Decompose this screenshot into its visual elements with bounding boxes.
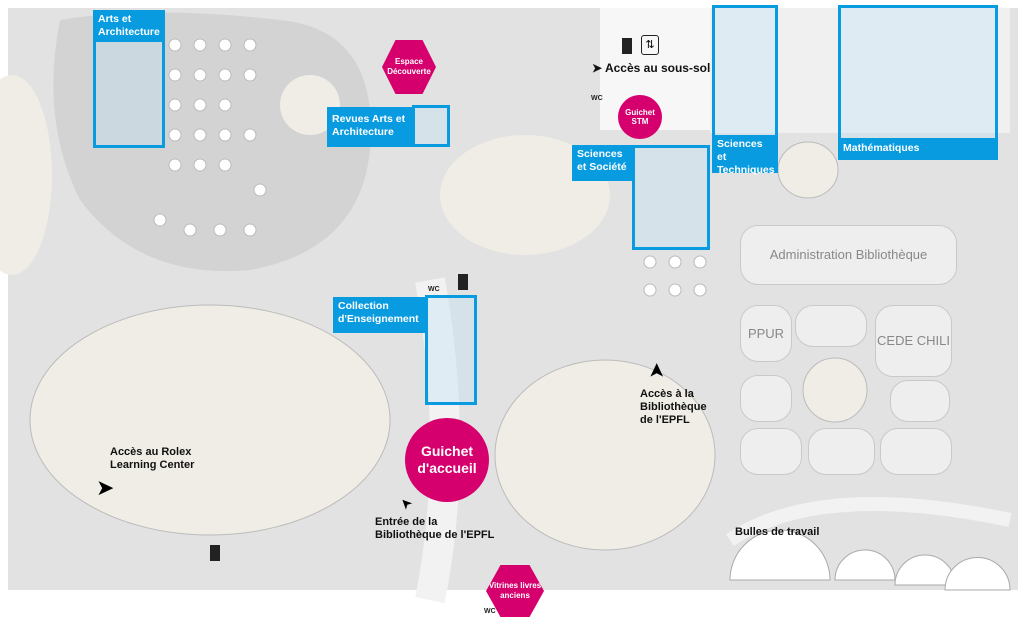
- section-revues[interactable]: [412, 105, 450, 147]
- atrium: [29, 304, 391, 536]
- patio: [280, 75, 340, 135]
- room[interactable]: [740, 375, 792, 422]
- room[interactable]: [808, 428, 875, 475]
- section-label: Sciences et Techniques: [712, 135, 778, 176]
- wc-label: WC: [484, 608, 496, 615]
- vitrines-livres-anciens[interactable]: Vitrines livres anciens: [486, 565, 544, 617]
- guichet-accueil[interactable]: Guichet d'accueil: [405, 418, 489, 502]
- room-ppur[interactable]: PPUR: [740, 305, 792, 362]
- arts-zone: [53, 12, 371, 272]
- acces-rolex-label: Accès au Rolex Learning Center: [110, 446, 195, 471]
- wc-label: WC: [428, 286, 440, 293]
- acces-bibliotheque-label: Accès à la Bibliothèque de l'EPFL: [640, 388, 707, 426]
- tables: [153, 38, 707, 297]
- section-sciences-societe[interactable]: [632, 145, 710, 250]
- section-label: Mathématiques: [838, 138, 998, 160]
- stacks-zone: [710, 8, 1010, 133]
- guichet-stm[interactable]: Guichet STM: [618, 95, 662, 139]
- room[interactable]: [740, 428, 802, 475]
- section-label: Sciences et Société: [572, 145, 634, 181]
- printer-icon: [622, 38, 632, 54]
- atrium: [0, 75, 52, 275]
- room-cede[interactable]: CEDE CHILI: [875, 305, 952, 377]
- bulles-travail-label: Bulles de travail: [735, 526, 820, 538]
- espace-decouverte[interactable]: Espace Découverte: [382, 40, 436, 94]
- patio: [802, 357, 868, 423]
- section-label: Revues Arts et Architecture: [327, 107, 415, 147]
- walkway: [726, 497, 1012, 546]
- section-label: Arts et Architecture: [93, 10, 165, 42]
- room-administration[interactable]: Administration Bibliothèque: [740, 225, 957, 285]
- wc-label: WC: [591, 95, 603, 102]
- atrium: [494, 359, 716, 551]
- printer-icon: [458, 274, 468, 290]
- room[interactable]: [880, 428, 952, 475]
- room[interactable]: [795, 305, 867, 347]
- arrow-icon: ➤: [645, 362, 668, 379]
- section-collection-enseignement[interactable]: [425, 295, 477, 405]
- printer-icon: [210, 545, 220, 561]
- acces-sous-sol-label: ➤ Accès au sous-sol: [592, 61, 711, 75]
- section-mathematiques[interactable]: [838, 5, 998, 160]
- atrium: [440, 135, 610, 255]
- elevator-icon: ⇅: [641, 35, 659, 55]
- section-arts-architecture[interactable]: [93, 28, 165, 148]
- patio: [777, 141, 839, 199]
- work-bubbles: [729, 529, 1011, 591]
- entree-label: Entrée de la Bibliothèque de l'EPFL: [375, 516, 495, 541]
- arrow-icon: ➤: [96, 475, 115, 500]
- section-label: Collection d'Enseignement: [333, 297, 427, 333]
- room[interactable]: [890, 380, 950, 422]
